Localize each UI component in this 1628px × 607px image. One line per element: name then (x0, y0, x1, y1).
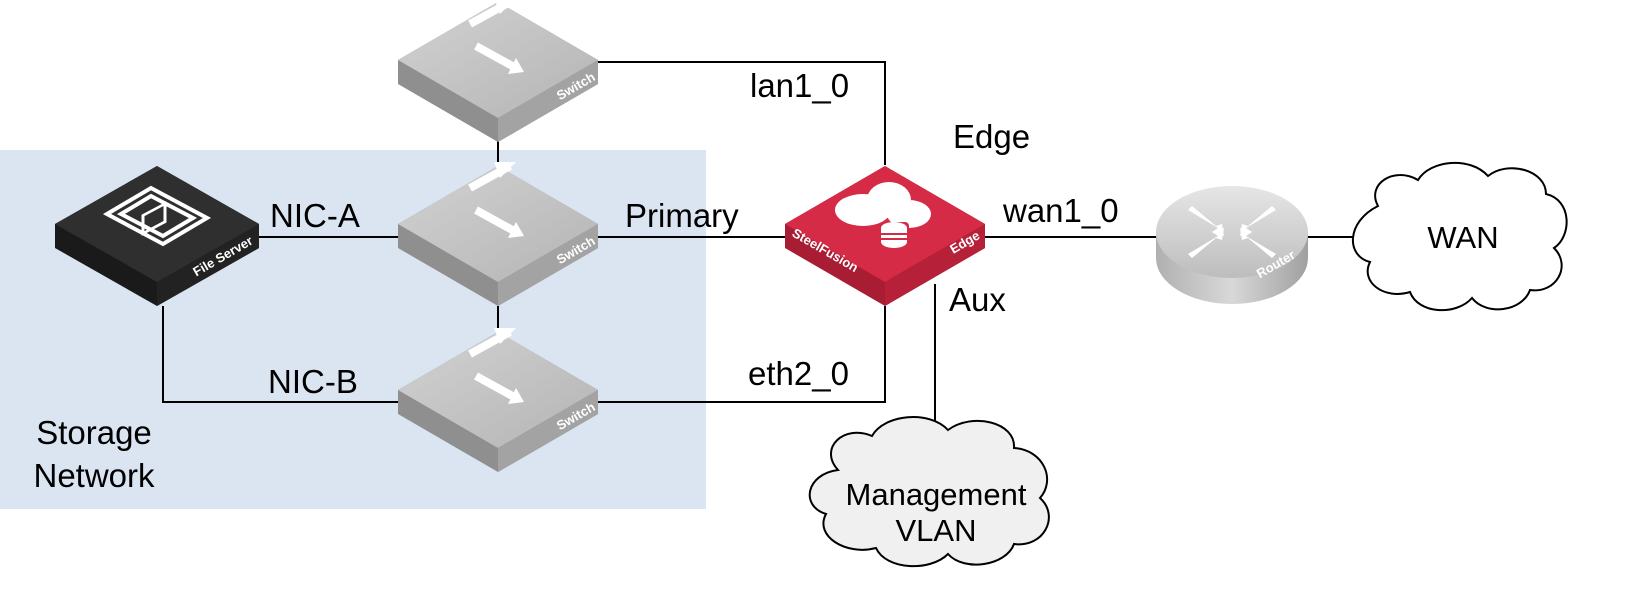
switch-top: Switch (398, 0, 598, 142)
switch-bottom: Switch (398, 328, 598, 472)
link-eth2-0 (598, 306, 886, 403)
router-arrows-icon (1188, 206, 1276, 258)
nic-a-label: NIC-A (270, 197, 360, 234)
link-top-switch-to-edge (598, 61, 886, 165)
folder-icon (102, 185, 212, 247)
link-nic-b (162, 306, 400, 403)
wan-cloud: WAN (1352, 162, 1568, 311)
aux-label: Aux (949, 281, 1006, 318)
storage-network-label-line2: Network (33, 457, 155, 494)
steelfusion-edge: SteelFusion Edge (785, 166, 985, 306)
management-cloud-label-line1: Management (846, 477, 1027, 512)
router: Router (1156, 186, 1308, 304)
storage-network-label-line1: Storage (36, 414, 152, 451)
management-vlan-cloud: Management VLAN (808, 416, 1050, 567)
wan1-0-label: wan1_0 (1002, 192, 1119, 229)
management-cloud-label-line2: VLAN (896, 513, 977, 548)
switch-middle: Switch (398, 162, 598, 306)
file-server: File Server (55, 166, 259, 306)
lan1-0-label: lan1_0 (750, 67, 849, 104)
cloud-storage-icon (835, 182, 931, 248)
primary-label: Primary (625, 197, 739, 234)
eth2-0-label: eth2_0 (748, 355, 849, 392)
switch-arrows-icon (468, 328, 524, 404)
wan-cloud-label: WAN (1427, 220, 1498, 255)
edge-label: Edge (953, 118, 1030, 155)
switch-arrows-icon (468, 0, 524, 74)
switch-arrows-icon (468, 162, 524, 238)
nic-b-label: NIC-B (268, 363, 358, 400)
